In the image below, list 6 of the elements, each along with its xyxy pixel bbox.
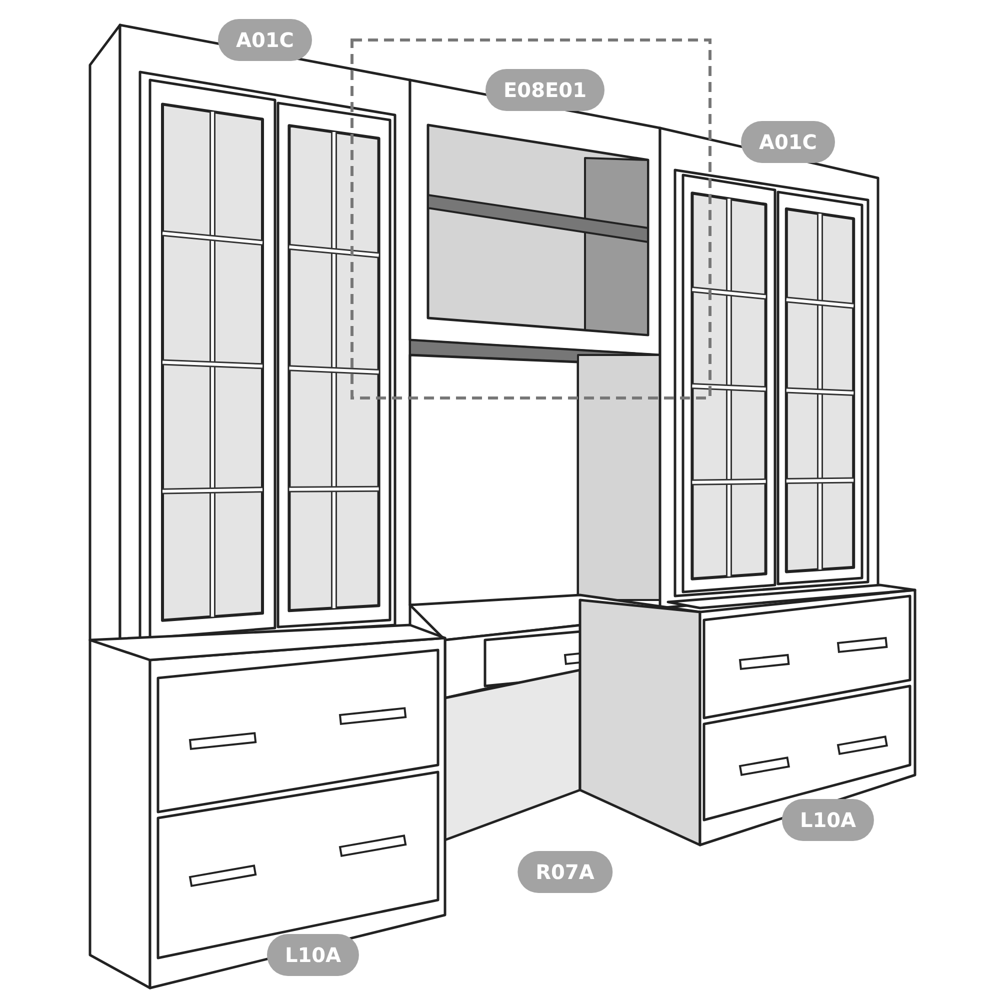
part-code-label: R07A [518,851,612,893]
part-code-label: E08E01 [486,69,604,111]
part-code-label: L10A [266,934,360,976]
part-code-label: A01C [741,121,835,163]
part-code-label: A01C [218,19,312,61]
part-code-label: L10A [782,799,874,841]
